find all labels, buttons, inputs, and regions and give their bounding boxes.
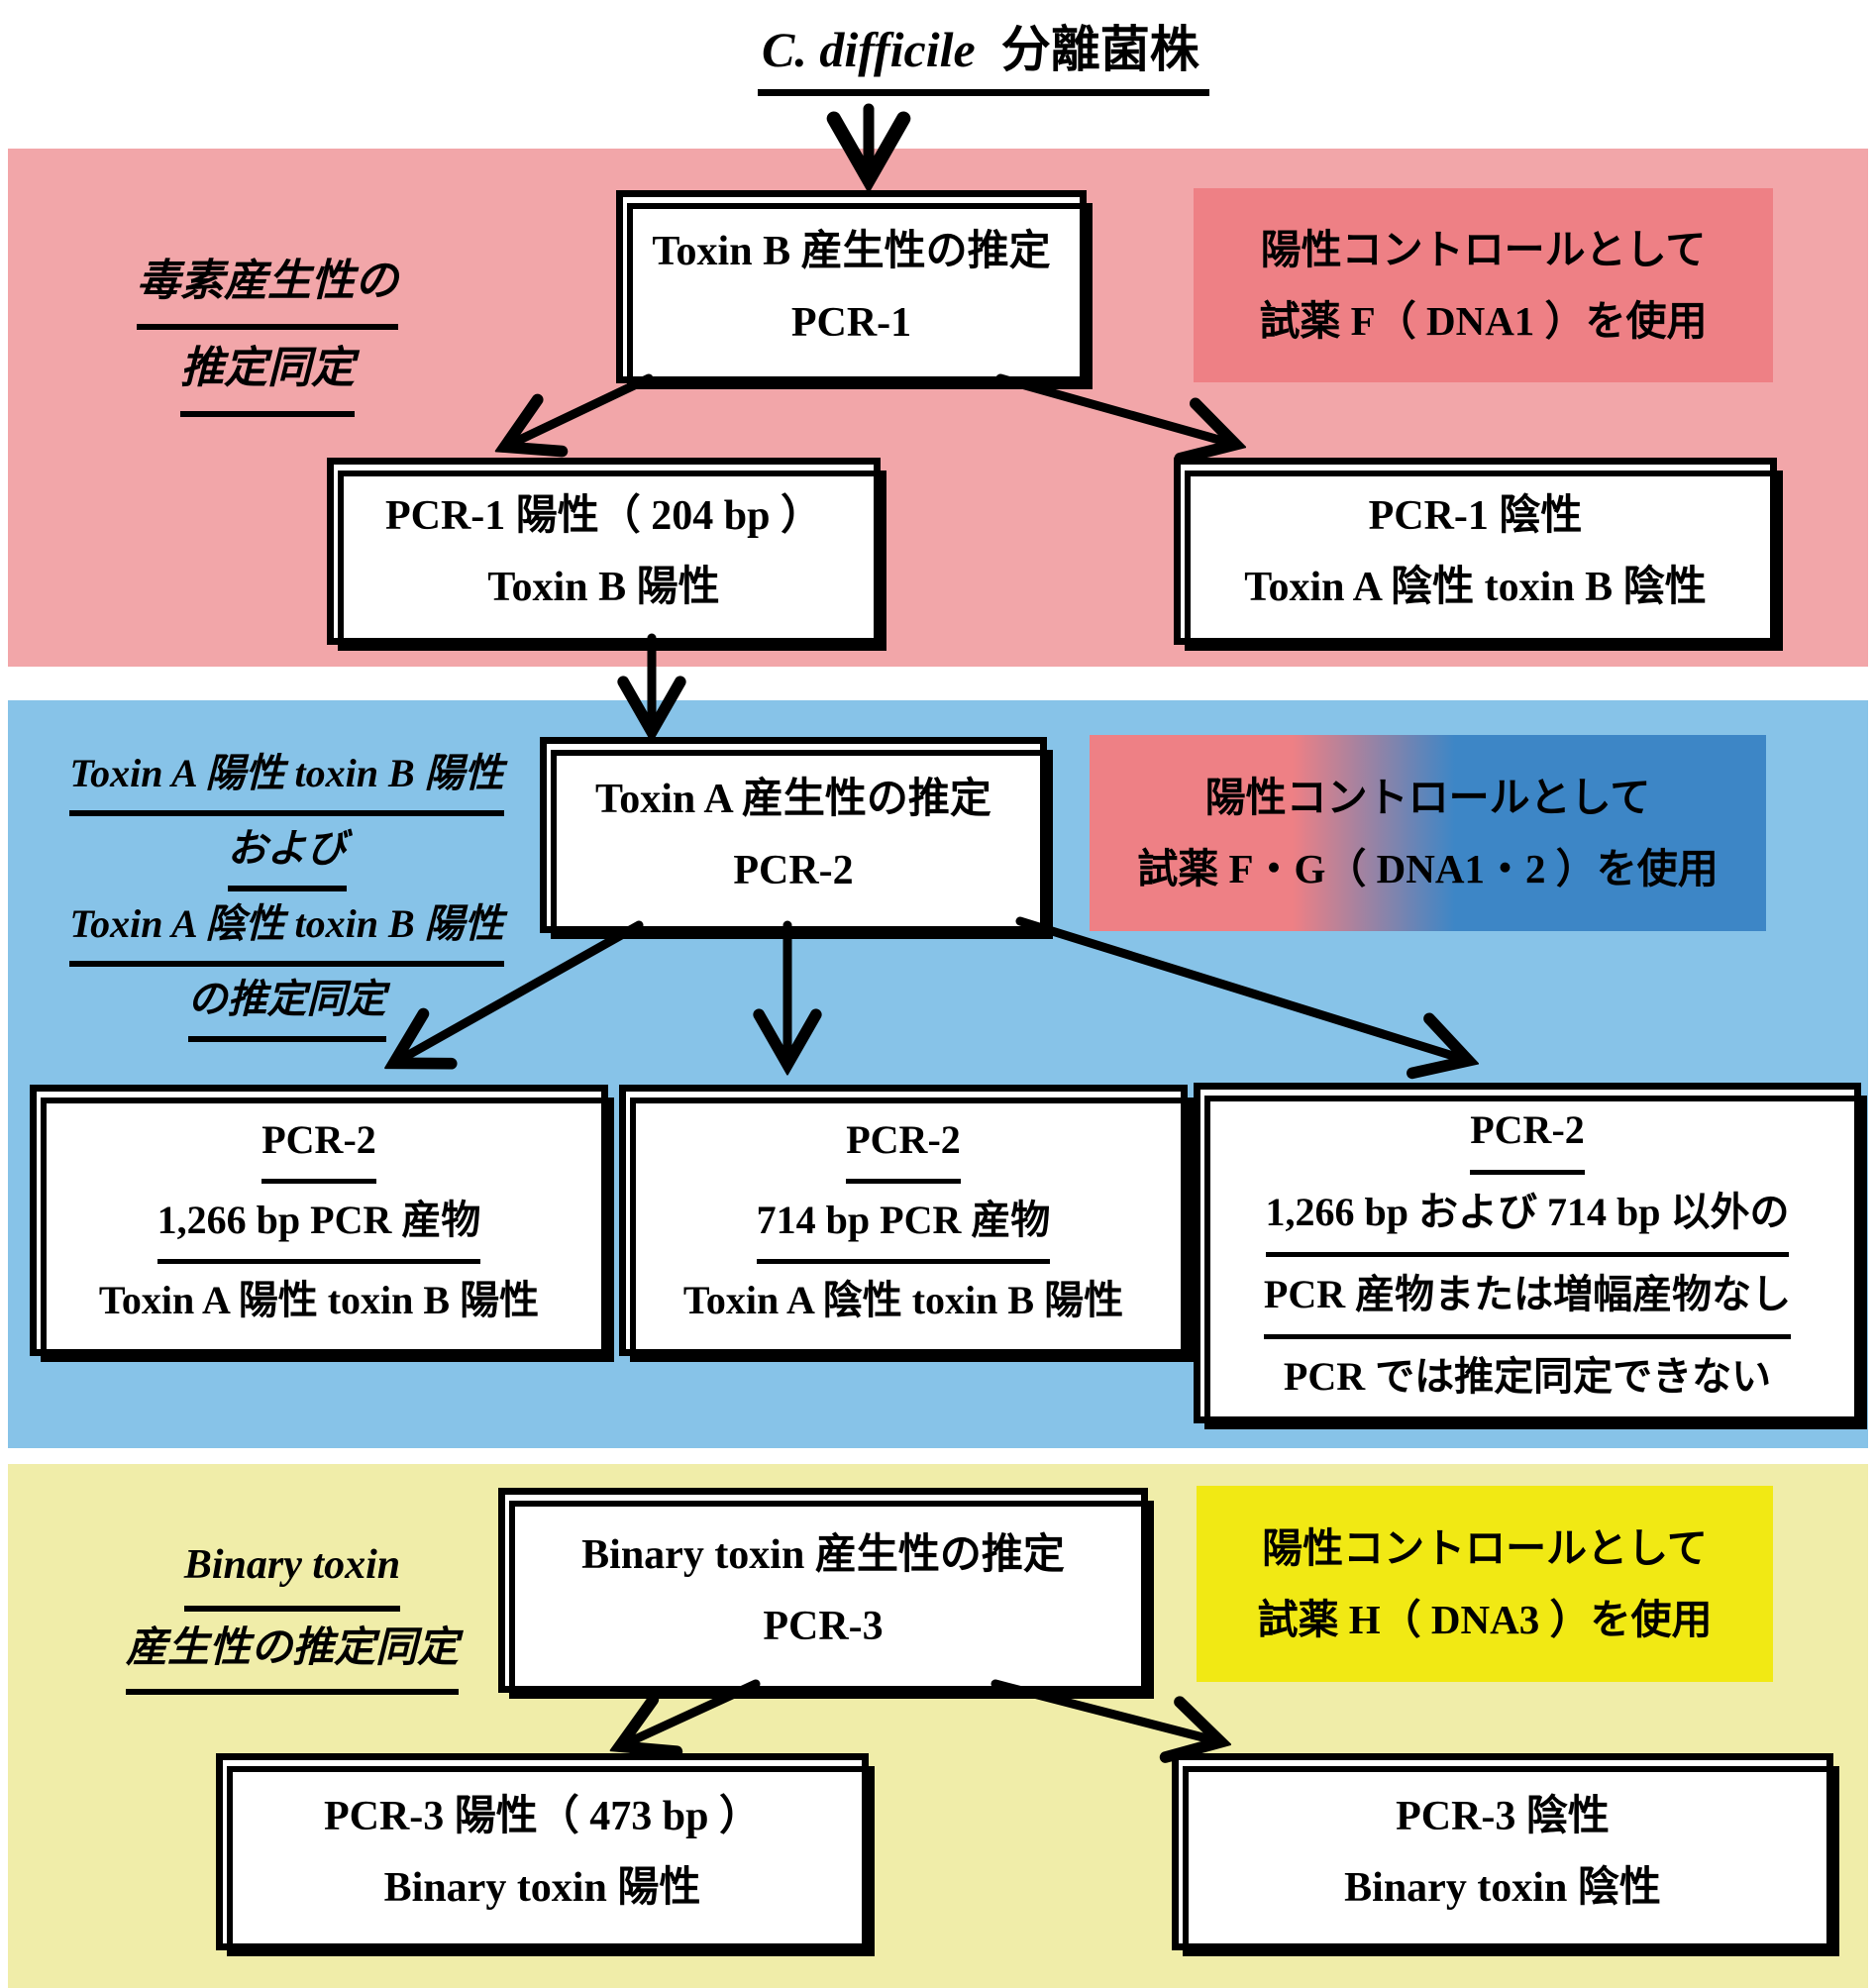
blue-section-label: Toxin A 陽性 toxin B 陽性 および Toxin A 陰性 tox… <box>22 741 552 1042</box>
pcr2-result-box-a-pos-b-pos: PCR-2 1,266 bp PCR 産物 Toxin A 陽性 toxin B… <box>30 1085 614 1362</box>
pcr3-process-box: Binary toxin 産生性の推定 PCR-3 <box>498 1488 1154 1699</box>
pcr1-negative-result-box: PCR-1 陰性 Toxin A 陰性 toxin B 陰性 <box>1174 458 1783 651</box>
pcr2-result-box-a-neg-b-pos: PCR-2 714 bp PCR 産物 Toxin A 陰性 toxin B 陽… <box>619 1085 1194 1362</box>
pcr3-negative-result-box: PCR-3 陰性 Binary toxin 陰性 <box>1172 1753 1839 1956</box>
pcr1-control-note: 陽性コントロールとして 試薬 F（ DNA1 ）を使用 <box>1194 188 1773 382</box>
pcr1-process-box: Toxin B 産生性の推定 PCR-1 <box>616 190 1093 389</box>
title-text: 分離菌株 <box>1000 22 1199 77</box>
pink-section-label: 毒素産生性の 推定同定 <box>54 243 480 417</box>
pcr1-positive-result-box: PCR-1 陽性（ 204 bp ） Toxin B 陽性 <box>327 458 886 651</box>
species-name: C. difficile <box>762 22 976 77</box>
pcr2-process-box: Toxin A 産生性の推定 PCR-2 <box>540 737 1053 939</box>
pcr3-positive-result-box: PCR-3 陽性（ 473 bp ） Binary toxin 陽性 <box>216 1753 875 1956</box>
page-title: C. difficile 分離菌株 <box>758 10 1209 96</box>
pcr3-control-note: 陽性コントロールとして 試薬 H（ DNA3 ）を使用 <box>1197 1486 1773 1682</box>
yellow-section-label: Binary toxin 産生性の推定同定 <box>64 1528 520 1695</box>
pcr2-control-note: 陽性コントロールとして 試薬 F・G（ DNA1・2 ）を使用 <box>1090 735 1766 931</box>
pcr2-result-box-indeterminate: PCR-2 1,266 bp および 714 bp 以外の PCR 産物または増… <box>1194 1083 1867 1429</box>
